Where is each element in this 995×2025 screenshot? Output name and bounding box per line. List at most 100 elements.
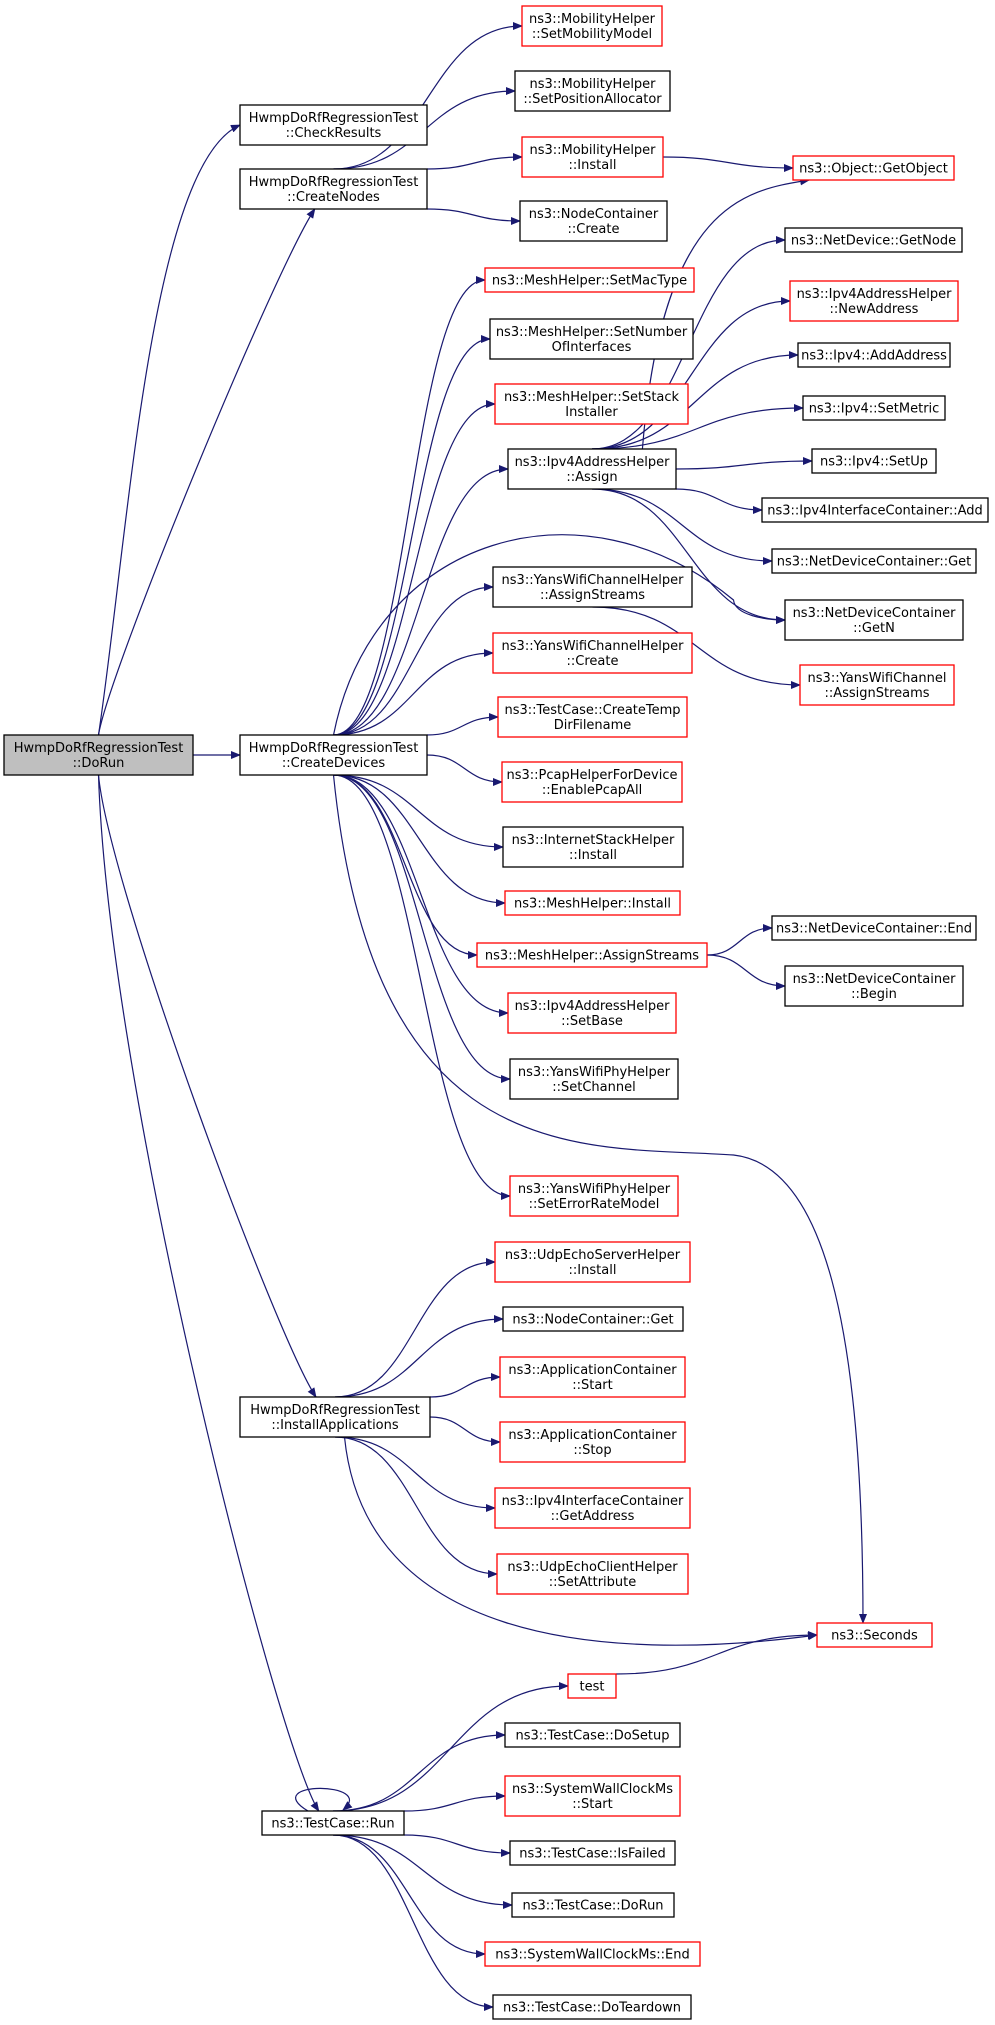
node-ndc-get[interactable]: ns3::NetDeviceContainer::Get (771, 548, 977, 574)
node-ipv4-addaddress[interactable]: ns3::Ipv4::AddAddress (797, 342, 951, 368)
node-ndc-begin[interactable]: ns3::NetDeviceContainer::Begin (784, 965, 964, 1007)
node-testcase-doteardown[interactable]: ns3::TestCase::DoTeardown (492, 1994, 692, 2020)
node-box (502, 1306, 684, 1332)
node-ipv4-setmetric[interactable]: ns3::Ipv4::SetMetric (802, 395, 946, 421)
node-ipv4-setup[interactable]: ns3::Ipv4::SetUp (811, 448, 937, 474)
node-testcase-run[interactable]: ns3::TestCase::Run (261, 1810, 405, 1836)
node-box (771, 548, 977, 574)
node-root[interactable]: HwmpDoRfRegressionTest::DoRun (3, 734, 194, 776)
node-yanschhelper-create[interactable]: ns3::YansWifiChannelHelper::Create (492, 632, 693, 674)
node-wallclock-end[interactable]: ns3::SystemWallClockMs::End (484, 1941, 701, 1967)
node-mobility-set-model[interactable]: ns3::MobilityHelper::SetMobilityModel (521, 5, 663, 47)
node-yanschannel-assignstreams[interactable]: ns3::YansWifiChannel::AssignStreams (799, 664, 955, 706)
edge-install_applications-to-nodecontainer_get (334, 1315, 504, 1398)
node-label: ns3::MeshHelper::AssignStreams (485, 949, 699, 964)
node-label: ns3::ApplicationContainer (508, 1428, 677, 1443)
node-wallclock-start[interactable]: ns3::SystemWallClockMs::Start (504, 1775, 681, 1817)
node-ipv4addr-assign[interactable]: ns3::Ipv4AddressHelper::Assign (507, 448, 677, 490)
node-ipv4addr-setbase[interactable]: ns3::Ipv4AddressHelper::SetBase (507, 992, 677, 1034)
node-label: HwmpDoRfRegressionTest (250, 1403, 420, 1418)
node-yanschhelper-assignstreams[interactable]: ns3::YansWifiChannelHelper::AssignStream… (492, 566, 693, 608)
node-testcase-dosetup[interactable]: ns3::TestCase::DoSetup (504, 1722, 681, 1748)
node-box (3, 734, 194, 776)
node-ipv4ic-getaddress[interactable]: ns3::Ipv4InterfaceContainer::GetAddress (494, 1487, 691, 1529)
node-create-nodes[interactable]: HwmpDoRfRegressionTest::CreateNodes (239, 168, 428, 210)
node-box (494, 1487, 691, 1529)
node-label: ::Stop (573, 1443, 611, 1458)
node-label: ns3::TestCase::DoRun (522, 1899, 663, 1914)
edge-create_devices-to-ndc_getn (332, 534, 786, 736)
edge-install_applications-to-ipv4ic_getaddress (334, 1436, 496, 1512)
node-label: ns3::MeshHelper::SetStack (504, 390, 680, 405)
node-box (784, 227, 963, 253)
node-netdevice-getnode[interactable]: ns3::NetDevice::GetNode (784, 227, 963, 253)
edge-mobility_install-to-object_getobject (662, 156, 794, 172)
node-label: ns3::NodeContainer::Get (512, 1313, 673, 1328)
node-label: ns3::UdpEchoServerHelper (505, 1248, 681, 1263)
node-label: ::AssignStreams (824, 686, 929, 701)
node-label: ::Begin (851, 987, 897, 1002)
node-mobility-set-pos[interactable]: ns3::MobilityHelper::SetPositionAllocato… (514, 70, 671, 112)
node-nodecontainer-get[interactable]: ns3::NodeContainer::Get (502, 1306, 684, 1332)
node-ipv4addr-newaddress[interactable]: ns3::Ipv4AddressHelper::NewAddress (789, 280, 959, 322)
node-label: ns3::MeshHelper::SetMacType (492, 274, 687, 289)
edge-root-to-create_nodes (97, 208, 316, 736)
node-internetstack-install[interactable]: ns3::InternetStackHelper::Install (502, 826, 684, 868)
node-testcase-dorun[interactable]: ns3::TestCase::DoRun (511, 1892, 675, 1918)
node-yansphy-seterror[interactable]: ns3::YansWifiPhyHelper::SetErrorRateMode… (509, 1175, 679, 1217)
node-nodecontainer-create[interactable]: ns3::NodeContainer::Create (519, 200, 668, 242)
edge-root-to-install_applications (97, 774, 317, 1398)
node-appcontainer-start[interactable]: ns3::ApplicationContainer::Start (499, 1356, 686, 1398)
node-ndc-getn[interactable]: ns3::NetDeviceContainer::GetN (784, 599, 964, 641)
node-label: ns3::YansWifiChannelHelper (502, 639, 685, 654)
node-label: ns3::Ipv4InterfaceContainer (502, 1494, 684, 1509)
node-box (497, 696, 688, 738)
node-udpclient-setattr[interactable]: ns3::UdpEchoClientHelper::SetAttribute (496, 1553, 689, 1595)
node-create-devices[interactable]: HwmpDoRfRegressionTest::CreateDevices (239, 734, 428, 776)
node-ipv4ic-add[interactable]: ns3::Ipv4InterfaceContainer::Add (761, 497, 989, 523)
node-mesh-install[interactable]: ns3::MeshHelper::Install (504, 890, 681, 916)
node-label: ::NewAddress (830, 302, 919, 317)
node-object-getobject[interactable]: ns3::Object::GetObject (792, 155, 955, 181)
node-box (514, 70, 671, 112)
node-pcap-enableall[interactable]: ns3::PcapHelperForDevice::EnablePcapAll (501, 761, 683, 803)
node-label: ns3::TestCase::IsFailed (519, 1847, 666, 1862)
node-ndc-end[interactable]: ns3::NetDeviceContainer::End (771, 915, 977, 941)
node-mesh-setmactype[interactable]: ns3::MeshHelper::SetMacType (484, 267, 695, 293)
node-label: ns3::TestCase::CreateTemp (504, 703, 680, 718)
node-label: ::SetMobilityModel (532, 27, 652, 42)
node-test[interactable]: test (567, 1673, 617, 1699)
node-label: ns3::NodeContainer (529, 207, 659, 222)
edge-ipv4addr_assign-to-ndc_get (591, 488, 773, 565)
edge-mesh_assignstreams-to-ndc_begin (706, 954, 786, 990)
node-testcase-isfailed[interactable]: ns3::TestCase::IsFailed (509, 1840, 676, 1866)
call-nodes: HwmpDoRfRegressionTest::DoRunHwmpDoRfReg… (3, 5, 989, 2020)
node-box (789, 280, 959, 322)
node-udpserver-install[interactable]: ns3::UdpEchoServerHelper::Install (494, 1241, 691, 1283)
call-edges (97, 22, 867, 2011)
node-label: ::SetErrorRateModel (529, 1197, 660, 1212)
node-label: ::SetChannel (552, 1080, 635, 1095)
node-label: ns3::Ipv4AddressHelper (515, 455, 671, 470)
edge-testcase_run-to-testcase_doteardown (332, 1834, 494, 2011)
node-yansphy-setchannel[interactable]: ns3::YansWifiPhyHelper::SetChannel (509, 1058, 679, 1100)
node-mobility-install[interactable]: ns3::MobilityHelper::Install (521, 136, 664, 178)
node-label: ns3::PcapHelperForDevice (507, 768, 678, 783)
edge-create_devices-to-mesh_setmactype (333, 276, 486, 736)
node-box (492, 1994, 692, 2020)
node-label: ns3::YansWifiChannelHelper (502, 573, 685, 588)
node-label: ns3::Seconds (831, 1629, 918, 1644)
edge-create_devices-to-yansphy_seterror (333, 774, 511, 1200)
node-appcontainer-stop[interactable]: ns3::ApplicationContainer::Stop (499, 1421, 686, 1463)
node-check-results[interactable]: HwmpDoRfRegressionTest::CheckResults (239, 104, 428, 146)
node-seconds[interactable]: ns3::Seconds (816, 1622, 933, 1648)
node-mesh-assignstreams[interactable]: ns3::MeshHelper::AssignStreams (476, 942, 708, 968)
node-install-applications[interactable]: HwmpDoRfRegressionTest::InstallApplicati… (239, 1396, 431, 1438)
edge-ipv4addr_assign-to-ipv4_addaddress (591, 351, 799, 450)
node-label: ns3::NetDeviceContainer (793, 606, 957, 621)
node-label: ns3::Ipv4::SetUp (820, 455, 928, 470)
node-box (811, 448, 937, 474)
